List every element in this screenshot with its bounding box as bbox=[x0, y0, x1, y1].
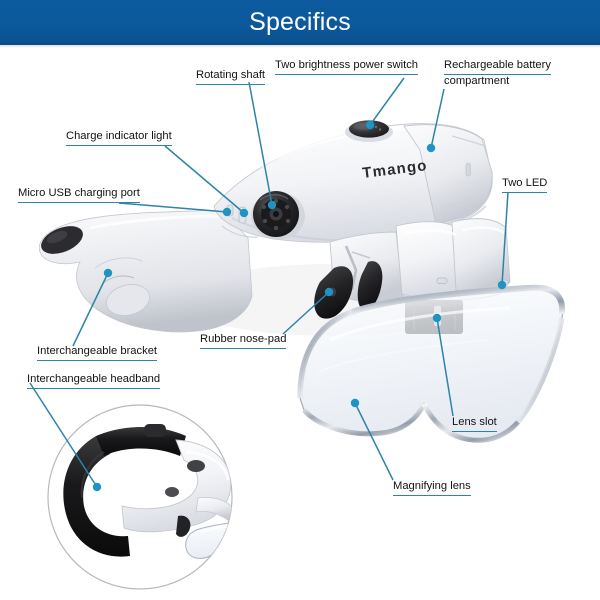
callout-label-rubber-nose-pad: Rubber nose-pad bbox=[200, 333, 287, 349]
two-brightness-power-switch-part bbox=[345, 120, 393, 142]
header-banner: Specifics bbox=[0, 0, 600, 45]
headband-inset-photo bbox=[47, 404, 233, 590]
charge-indicator-light-part bbox=[238, 206, 247, 224]
callout-label-magnifying-lens: Magnifying lens bbox=[393, 480, 471, 496]
page-title: Specifics bbox=[249, 8, 351, 36]
callout-label-interchangeable-headband: Interchangeable headband bbox=[27, 373, 161, 389]
rechargeable-battery-compartment-part bbox=[403, 124, 493, 225]
callout-label-two-led: Two LED bbox=[502, 177, 548, 193]
nose-pad-right bbox=[357, 261, 383, 311]
magnifying-lens-part bbox=[297, 284, 566, 443]
interchangeable-bracket-part bbox=[38, 209, 253, 333]
callout-label-interchangeable-bracket: Interchangeable bracket bbox=[37, 345, 158, 361]
callout-label-charge-indicator-light: Charge indicator light bbox=[66, 130, 172, 146]
header-shadow-divider bbox=[0, 45, 600, 48]
led-slot-right bbox=[497, 279, 509, 286]
callout-label-rotating-shaft: Rotating shaft bbox=[196, 69, 266, 85]
callout-label-rechargeable-battery-compartment: Rechargeable battery compartment bbox=[444, 59, 551, 89]
micro-usb-charging-port-part bbox=[226, 204, 234, 217]
callout-label-micro-usb-charging-port: Micro USB charging port bbox=[18, 187, 140, 203]
callout-label-lens-slot: Lens slot bbox=[452, 416, 497, 432]
callout-label-rechargeable-battery-line1: Rechargeable battery bbox=[444, 59, 551, 75]
callout-label-rechargeable-battery-line2: compartment bbox=[444, 74, 510, 87]
led-slot-left bbox=[436, 277, 448, 284]
callout-label-two-brightness-power-switch: Two brightness power switch bbox=[275, 59, 419, 75]
